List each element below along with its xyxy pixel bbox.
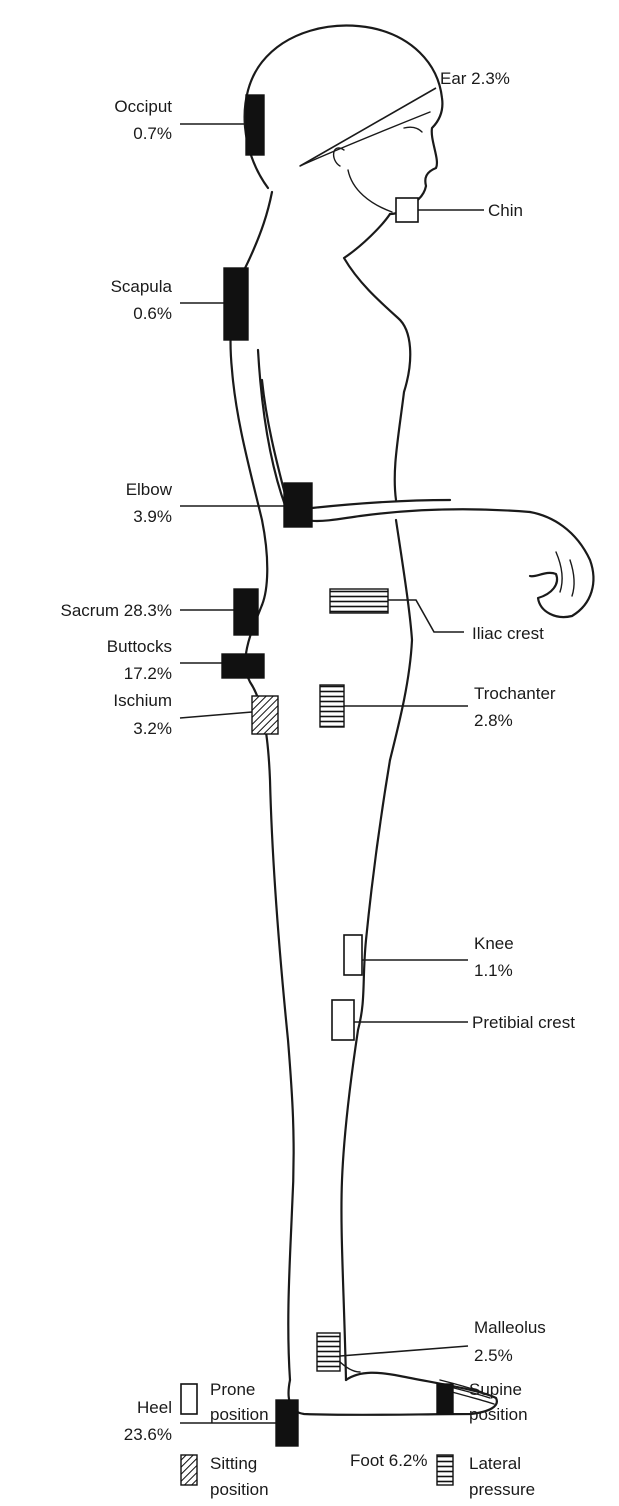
label-occiput-name: Occiput xyxy=(114,97,172,116)
label-trochanter-pct: 2.8% xyxy=(474,711,513,730)
label-ischium-name: Ischium xyxy=(113,691,172,710)
marker-malleolus xyxy=(317,1333,340,1371)
legend-prone-line2: position xyxy=(210,1405,269,1424)
label-iliac-crest: Iliac crest xyxy=(472,624,544,643)
legend-lateral-line2: pressure xyxy=(469,1480,535,1499)
inner-arm xyxy=(262,380,286,498)
marker-pretibial-crest xyxy=(332,1000,354,1040)
forearm-lower xyxy=(312,500,450,508)
label-heel-name: Heel xyxy=(137,1398,172,1417)
legend-sitting-line2: position xyxy=(210,1480,269,1499)
legend-supine-line1: Supine xyxy=(469,1380,522,1399)
label-buttocks-name: Buttocks xyxy=(107,637,172,656)
label-occiput-pct: 0.7% xyxy=(133,124,172,143)
site-labels: Occiput 0.7% Ear 2.3% Chin Scapula 0.6% … xyxy=(61,69,576,1470)
marker-elbow xyxy=(284,483,312,527)
foot-outline xyxy=(289,1373,497,1415)
marker-sacrum xyxy=(234,589,258,635)
legend-prone-icon xyxy=(181,1384,197,1414)
label-trochanter-name: Trochanter xyxy=(474,684,556,703)
marker-knee xyxy=(344,935,362,975)
marker-scapula xyxy=(224,268,248,340)
legend-supine-line2: position xyxy=(469,1405,528,1424)
legend-lateral-line1: Lateral xyxy=(469,1454,521,1473)
label-ear: Ear 2.3% xyxy=(440,69,510,88)
front-leg-outline xyxy=(341,760,390,1380)
ankle-line xyxy=(338,1360,360,1372)
label-heel-pct: 23.6% xyxy=(124,1425,172,1444)
fingers xyxy=(556,552,574,596)
marker-ischium xyxy=(252,696,278,734)
marker-heel xyxy=(276,1400,298,1446)
label-ischium-pct: 3.2% xyxy=(133,719,172,738)
label-elbow-pct: 3.9% xyxy=(133,507,172,526)
front-outline xyxy=(344,214,410,500)
jaw-line xyxy=(348,170,392,212)
label-malleolus-pct: 2.5% xyxy=(474,1346,513,1365)
label-knee-name: Knee xyxy=(474,934,514,953)
label-foot: Foot 6.2% xyxy=(350,1451,428,1470)
label-knee-pct: 1.1% xyxy=(474,961,513,980)
legend-prone-line1: Prone xyxy=(210,1380,255,1399)
marker-occiput xyxy=(246,95,264,155)
marker-buttocks xyxy=(222,654,264,678)
legend-grid: Prone position Supine position Sitting p… xyxy=(181,1380,535,1499)
marker-trochanter xyxy=(320,685,344,727)
marker-iliac-crest xyxy=(330,589,388,613)
fist xyxy=(530,512,593,617)
label-pretibial-crest: Pretibial crest xyxy=(472,1013,575,1032)
label-sacrum: Sacrum 28.3% xyxy=(61,601,173,620)
label-scapula-name: Scapula xyxy=(111,277,173,296)
marker-chin xyxy=(396,198,418,222)
eye xyxy=(404,127,422,132)
label-elbow-name: Elbow xyxy=(126,480,173,499)
legend-supine-icon xyxy=(437,1384,453,1414)
headband xyxy=(300,112,430,166)
label-buttocks-pct: 17.2% xyxy=(124,664,172,683)
head-outline xyxy=(245,26,443,214)
legend-lateral-icon xyxy=(437,1455,453,1485)
label-malleolus-name: Malleolus xyxy=(474,1318,546,1337)
belly-outline xyxy=(390,520,412,760)
label-chin: Chin xyxy=(488,201,523,220)
body-outline xyxy=(231,26,594,1415)
back-outline xyxy=(231,192,272,605)
legend-sitting-line1: Sitting xyxy=(210,1454,257,1473)
label-scapula-pct: 0.6% xyxy=(133,304,172,323)
legend-sitting-icon xyxy=(181,1455,197,1485)
